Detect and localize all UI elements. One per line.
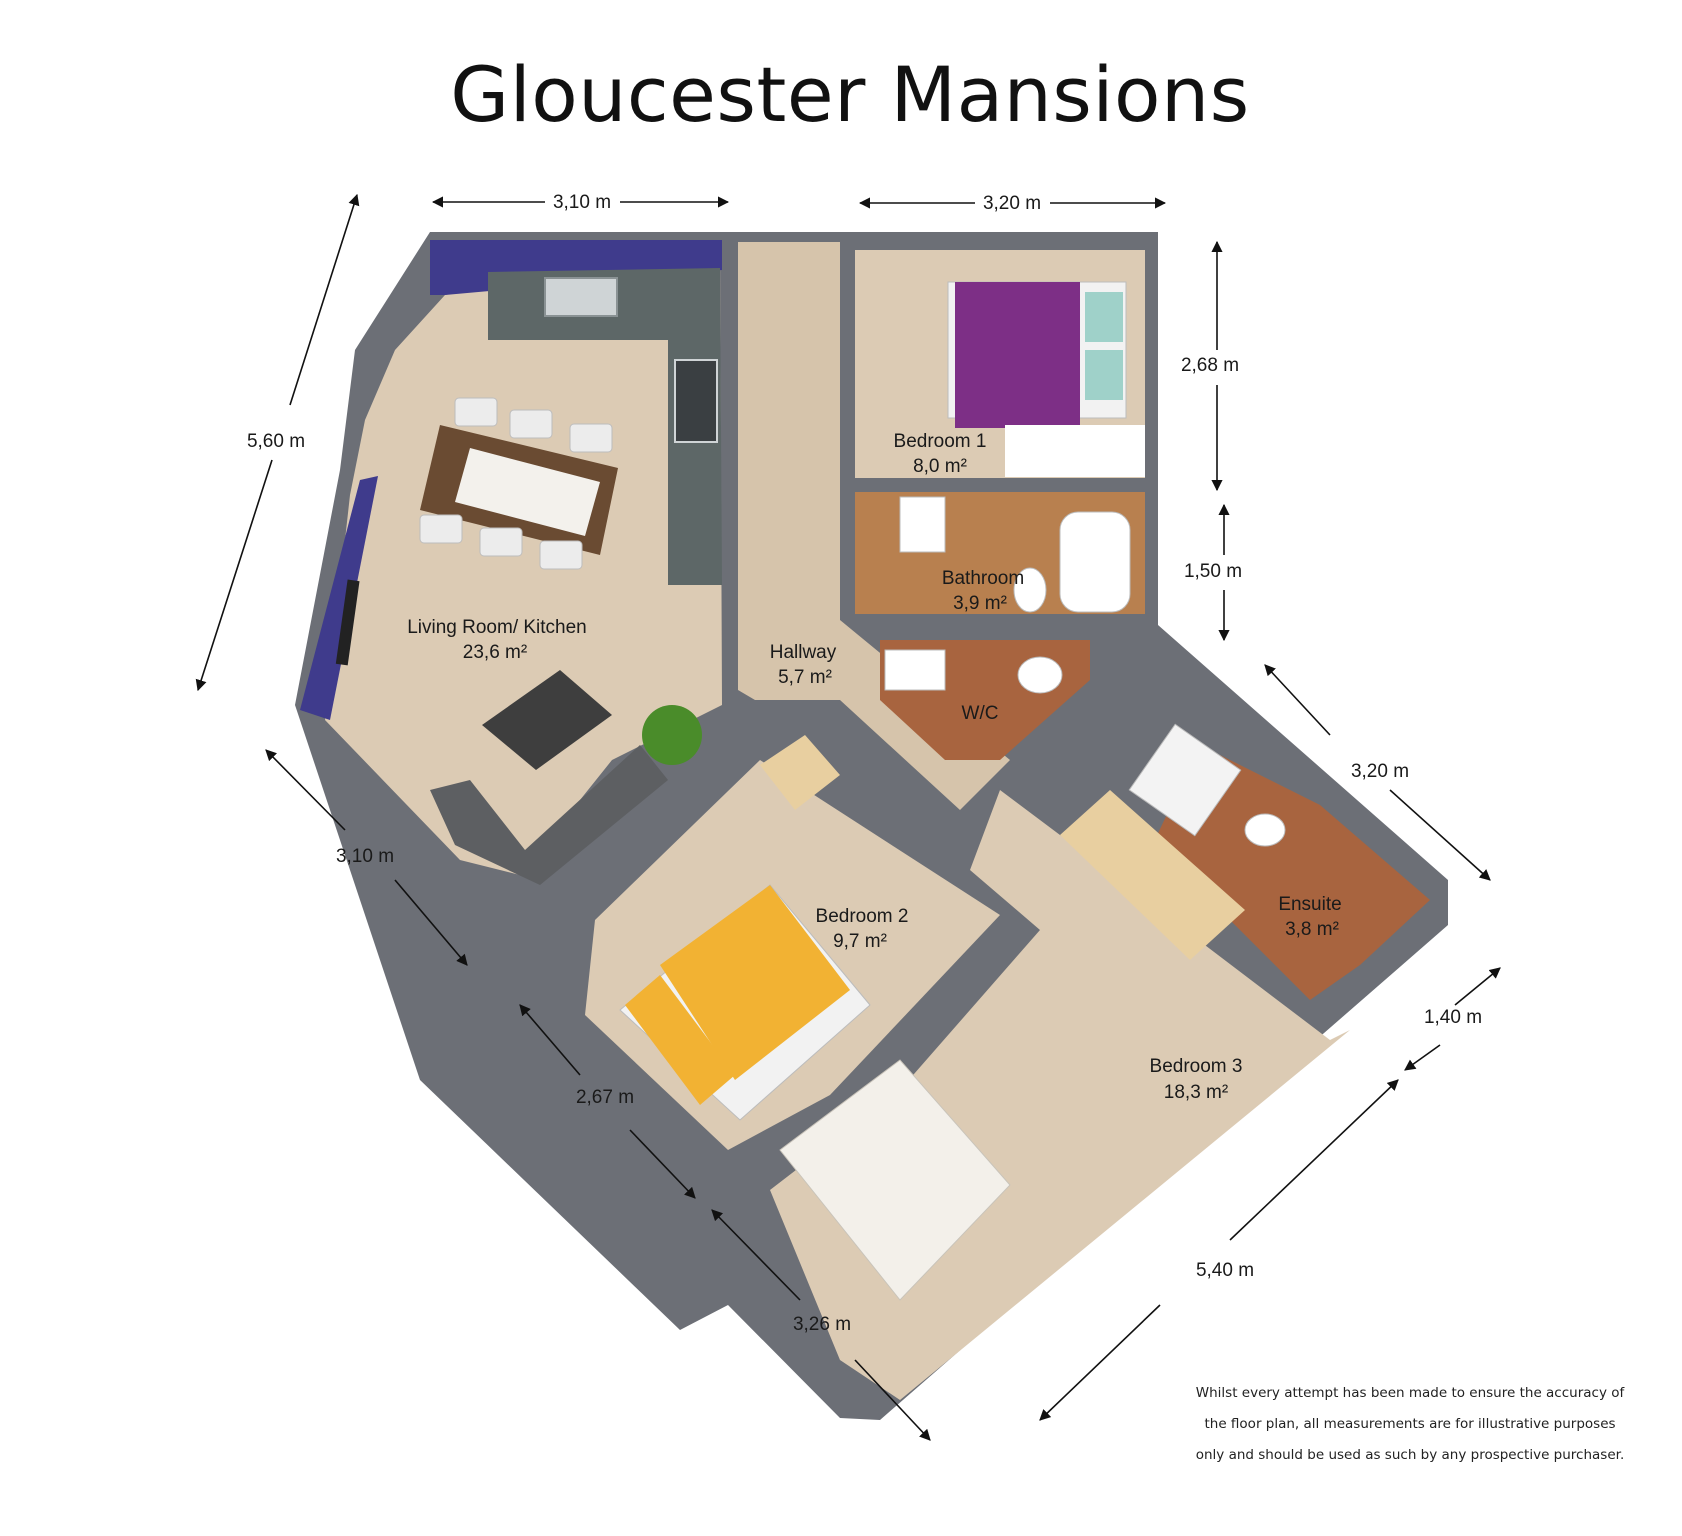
bedroom3-name: Bedroom 3 — [1150, 1056, 1243, 1077]
dimension-labels: 3,10 m 3,20 m 2,68 m 1,50 m 5,60 m 3,10 … — [247, 192, 1482, 1335]
bathroom-area: 3,9 m² — [953, 593, 1007, 614]
bed1-pillow — [1085, 292, 1123, 342]
ensuite-toilet — [1244, 813, 1286, 847]
bathroom-vanity — [899, 496, 946, 553]
dim-bathroom-depth: 1,50 m — [1184, 561, 1242, 582]
dim-ensuite-width: 3,20 m — [1351, 761, 1409, 782]
bathroom-name: Bathroom — [942, 568, 1024, 589]
dim-line — [289, 193, 360, 406]
dim-line — [1454, 967, 1501, 1006]
coffee-table — [482, 670, 612, 770]
bed2-bench — [625, 975, 735, 1105]
dim-living-left: 5,60 m — [247, 431, 305, 452]
dim-line — [195, 459, 273, 692]
hob-icon — [674, 359, 718, 443]
bedroom2-cabinet — [760, 735, 840, 810]
dim-living-top: 3,10 m — [553, 192, 611, 213]
dim-line — [854, 1359, 931, 1441]
ensuite-area: 3,8 m² — [1285, 919, 1339, 940]
dim-line — [1404, 1044, 1441, 1071]
dim-line — [1039, 1304, 1161, 1421]
dim-bedroom2-outer: 2,67 m — [576, 1087, 634, 1108]
living-floor — [325, 250, 722, 875]
wc-basin — [884, 649, 946, 691]
bed1-cover — [955, 282, 1080, 428]
bed3-bed — [779, 1059, 1011, 1301]
dim-ensuite-depth: 1,40 m — [1424, 1007, 1482, 1028]
bath-tub — [1059, 511, 1131, 613]
dim-bedroom3-right: 5,40 m — [1196, 1260, 1254, 1281]
bed3-wardrobe — [1060, 790, 1245, 960]
furniture — [335, 268, 1286, 1301]
ensuite-floor — [1150, 745, 1430, 1000]
ensuite-shower — [1128, 723, 1242, 837]
dim-living-lower: 3,10 m — [336, 846, 394, 867]
bed2-cover — [660, 885, 850, 1080]
bed1-pillow — [1085, 350, 1123, 400]
plant-icon — [642, 705, 702, 765]
dim-line — [394, 879, 468, 966]
hallway-floor — [738, 242, 1010, 810]
room-labels: Living Room/ Kitchen 23,6 m² Hallway 5,7… — [407, 431, 1341, 1103]
corner-sofa — [430, 745, 668, 885]
bedroom3-area: 18,3 m² — [1164, 1082, 1228, 1103]
bedroom2-area: 9,7 m² — [833, 931, 887, 952]
wc-name: W/C — [962, 703, 999, 724]
wc-toilet — [1017, 656, 1063, 694]
bedroom1-area: 8,0 m² — [913, 456, 967, 477]
dim-bedroom1-top: 3,20 m — [983, 193, 1041, 214]
accent-wall-left — [300, 476, 378, 720]
dim-bedroom3-lower: 3,26 m — [793, 1314, 851, 1335]
sink-icon — [544, 277, 618, 317]
plan-title: Gloucester Mansions — [450, 50, 1250, 139]
ensuite-name: Ensuite — [1278, 894, 1341, 915]
dim-line — [629, 1129, 696, 1199]
hallway-area: 5,7 m² — [778, 667, 832, 688]
bed1-wardrobe — [1005, 425, 1145, 477]
dim-line — [1264, 664, 1331, 736]
dim-line — [519, 1004, 581, 1076]
dim-line — [711, 1209, 801, 1301]
dim-bedroom1-depth: 2,68 m — [1181, 355, 1239, 376]
disclaimer-line: only and should be used as such by any p… — [1195, 1447, 1625, 1463]
bedroom2-name: Bedroom 2 — [816, 906, 909, 927]
dim-line — [265, 749, 346, 831]
hallway-name: Hallway — [770, 642, 837, 663]
dimension-lines — [195, 193, 1501, 1441]
living-room-name: Living Room/ Kitchen — [407, 617, 587, 638]
disclaimer-line: Whilst every attempt has been made to en… — [1195, 1385, 1625, 1401]
dining-chairs — [419, 397, 613, 570]
tv-unit — [335, 579, 360, 666]
disclaimer-note: Whilst every attempt has been made to en… — [1160, 1378, 1660, 1471]
dim-line — [1229, 1079, 1399, 1241]
dim-line — [1389, 789, 1491, 881]
bedroom1-name: Bedroom 1 — [894, 431, 987, 452]
living-room-area: 23,6 m² — [463, 642, 527, 663]
disclaimer-line: the floor plan, all measurements are for… — [1204, 1416, 1616, 1432]
table-runner — [455, 448, 600, 536]
bathroom-toilet — [1013, 567, 1047, 613]
